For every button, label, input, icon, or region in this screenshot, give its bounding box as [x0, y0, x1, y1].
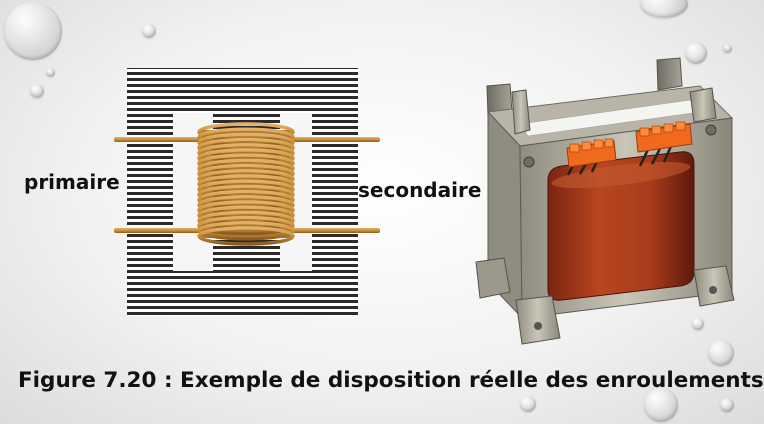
figure-caption: Figure 7.20 : Exemple de disposition rée…	[18, 368, 764, 393]
water-drop-decoration	[30, 84, 44, 98]
water-drop-decoration	[720, 398, 734, 412]
terminal-block	[635, 121, 693, 153]
water-drop-decoration	[4, 2, 62, 60]
water-drop-decoration	[520, 396, 536, 412]
water-drop-decoration	[142, 24, 156, 38]
coil-winding	[197, 122, 295, 246]
water-drop-decoration	[46, 68, 55, 77]
water-drop-decoration	[640, 0, 688, 18]
coil-turn	[197, 215, 295, 236]
water-drop-decoration	[708, 340, 734, 366]
coil-turn	[197, 226, 295, 246]
water-drop-decoration	[692, 318, 704, 330]
coil-turn	[197, 221, 295, 241]
primary-label: primaire	[24, 170, 120, 194]
water-drop-decoration	[723, 44, 732, 53]
water-drop-decoration	[685, 42, 707, 64]
real-transformer-photo	[475, 57, 735, 345]
water-drop-decoration	[644, 388, 678, 422]
secondary-label: secondaire	[358, 178, 482, 202]
terminal-block	[566, 138, 617, 168]
